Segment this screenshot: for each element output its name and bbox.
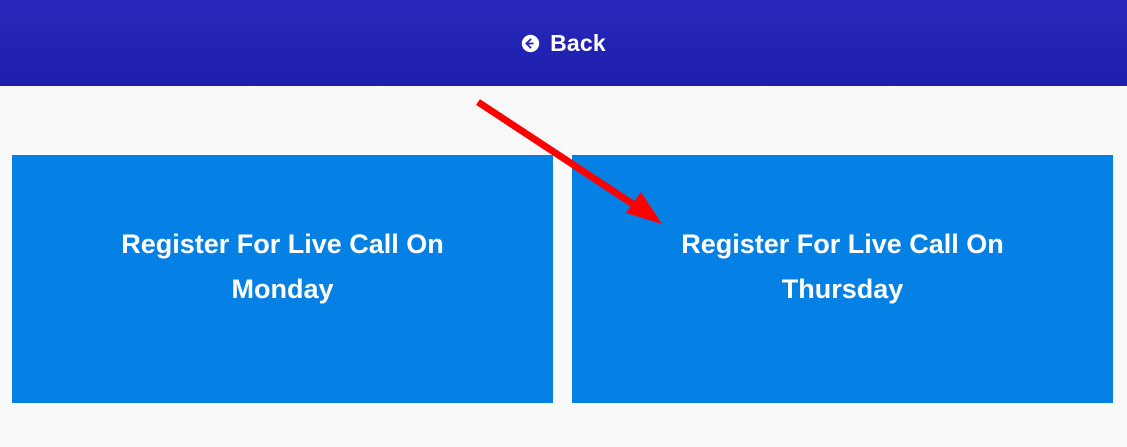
register-thursday-button[interactable]: Register For Live Call On Thursday: [572, 155, 1113, 403]
top-header-bar: Back: [0, 0, 1127, 86]
register-monday-button[interactable]: Register For Live Call On Monday: [12, 155, 553, 403]
register-monday-label: Register For Live Call On Monday: [121, 228, 444, 304]
register-thursday-label: Register For Live Call On Thursday: [681, 228, 1004, 304]
arrow-circle-left-icon: [521, 34, 540, 53]
main-content: Register For Live Call On Monday Registe…: [0, 86, 1127, 447]
back-button-label: Back: [550, 29, 606, 56]
back-button[interactable]: Back: [513, 28, 614, 59]
